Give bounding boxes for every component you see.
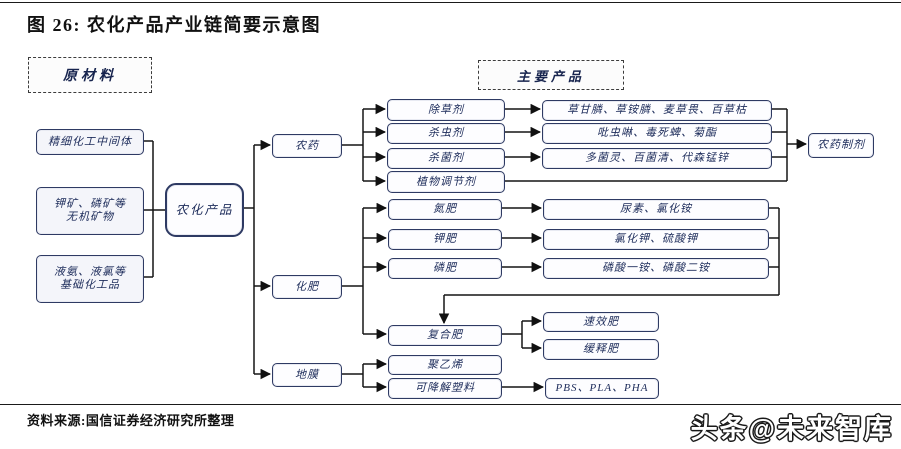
node-inorganic-minerals: 钾矿、磷矿等 无机矿物 (36, 187, 144, 235)
node-pesticide-formulation: 农药制剂 (808, 133, 874, 158)
node-fine-chemical-intermediates: 精细化工中间体 (36, 129, 144, 155)
node-degradable-products: PBS、PLA、PHA (545, 378, 659, 399)
figure-title: 图 26: 农化产品产业链简要示意图 (27, 15, 321, 35)
node-plant-regulator: 植物调节剂 (387, 171, 505, 193)
node-degradable-plastic: 可降解塑料 (388, 378, 502, 399)
node-potash-fertilizer: 钾肥 (388, 229, 502, 250)
node-fungicide-products: 多菌灵、百菌清、代森锰锌 (542, 148, 772, 169)
node-potash-products: 氯化钾、硫酸钾 (543, 229, 769, 250)
node-nitrogen-fertilizer: 氮肥 (388, 199, 502, 220)
watermark-text: 头条@未来智库 (690, 414, 893, 444)
node-basic-chemicals: 液氨、液氯等 基础化工品 (36, 255, 144, 303)
node-insecticide: 杀虫剂 (387, 123, 505, 144)
node-agrochemical-products: 农化产品 (165, 183, 244, 237)
main-products-label: 主要产品 (478, 60, 624, 90)
node-nitrogen-products: 尿素、氯化铵 (543, 199, 769, 220)
bottom-rule (0, 404, 901, 405)
node-herbicide: 除草剂 (387, 99, 505, 121)
node-fungicide: 杀菌剂 (387, 148, 505, 169)
raw-materials-label: 原材料 (28, 57, 152, 93)
node-fertilizer: 化肥 (272, 275, 342, 299)
node-phosphate-products: 磷酸一铵、磷酸二铵 (543, 258, 769, 279)
node-slow-release-fertilizer: 缓释肥 (543, 339, 659, 360)
node-quick-acting-fertilizer: 速效肥 (543, 312, 659, 332)
node-mulch-film: 地膜 (272, 363, 342, 387)
node-pesticide: 农药 (272, 134, 342, 158)
node-polyethylene: 聚乙烯 (388, 355, 502, 375)
node-insecticide-products: 吡虫啉、毒死蜱、菊酯 (542, 123, 772, 144)
node-compound-fertilizer: 复合肥 (388, 325, 502, 346)
top-rule (0, 2, 901, 3)
source-attribution: 资料来源:国信证券经济研究所整理 (27, 413, 235, 428)
node-phosphate-fertilizer: 磷肥 (388, 258, 502, 279)
node-herbicide-products: 草甘膦、草铵膦、麦草畏、百草枯 (542, 100, 772, 121)
